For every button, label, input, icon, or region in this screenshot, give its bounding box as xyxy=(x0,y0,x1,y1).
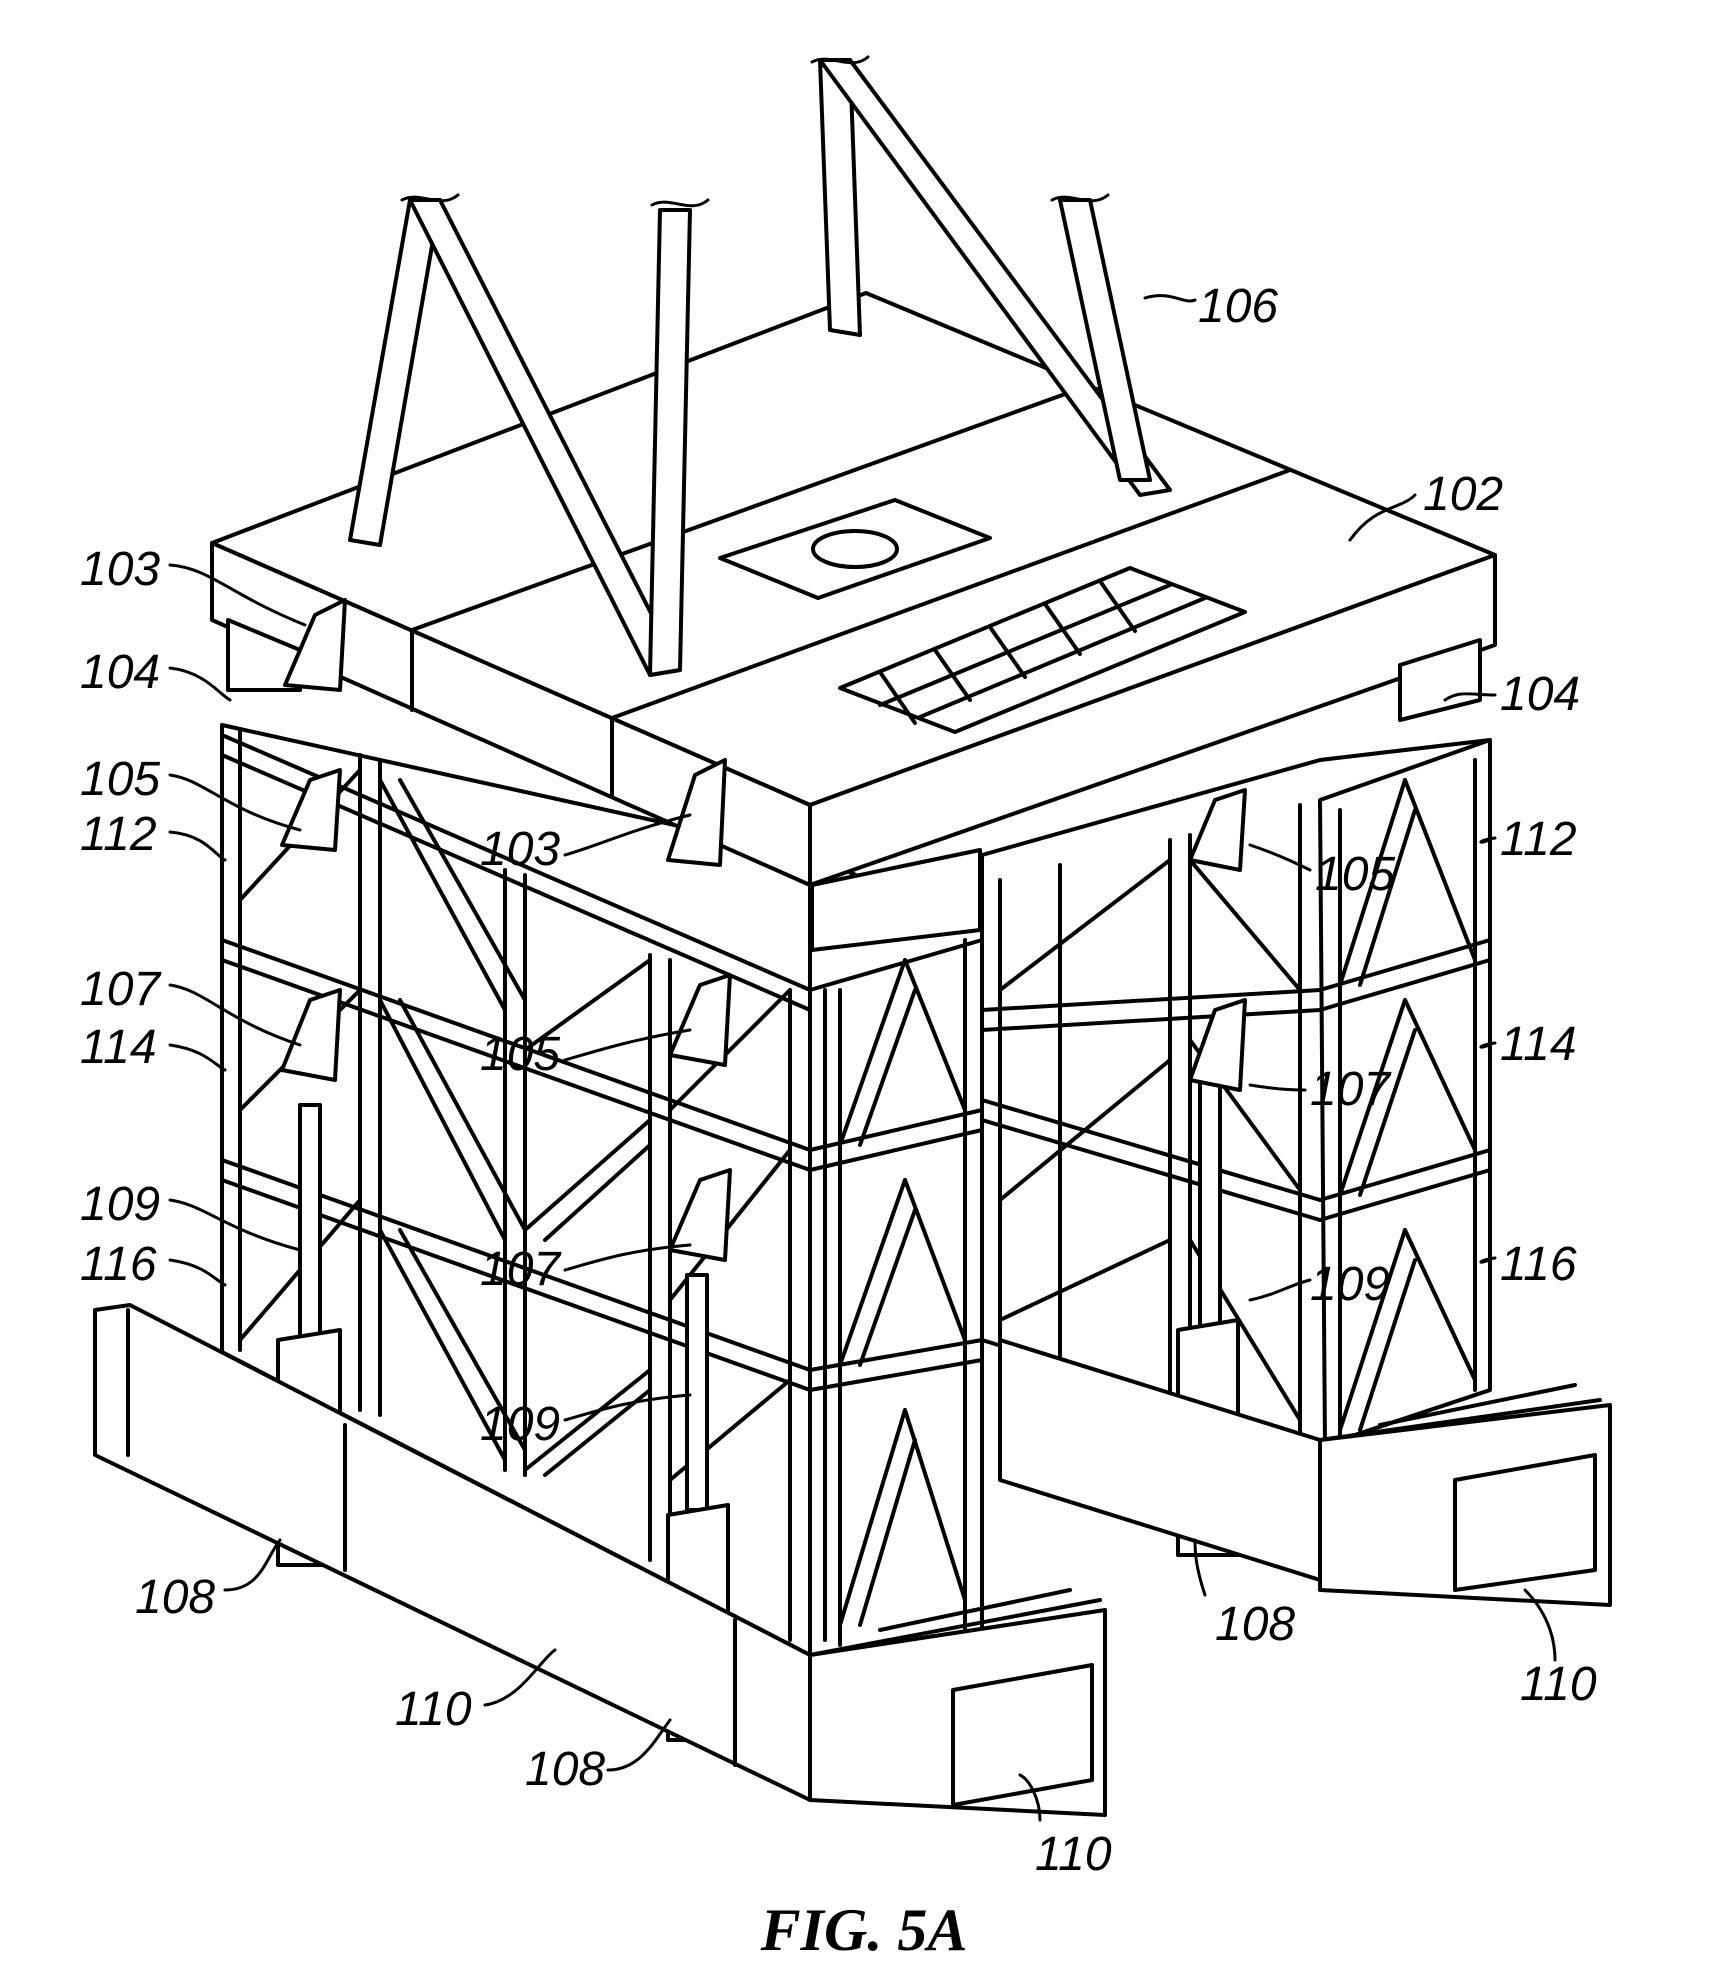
figure-caption: FIG. 5A xyxy=(760,1897,968,1963)
label-109-center: 109 xyxy=(480,1398,560,1451)
label-114-right: 114 xyxy=(1500,1018,1577,1071)
left-tower-frame xyxy=(220,723,984,1657)
label-109-left: 109 xyxy=(80,1178,160,1231)
label-108-right: 108 xyxy=(1215,1598,1295,1651)
pontoons-110 xyxy=(93,1303,1612,1817)
right-tower-frame xyxy=(980,738,1492,1447)
label-112-left: 112 xyxy=(80,808,157,861)
label-105-center: 105 xyxy=(480,1028,560,1081)
label-104-left: 104 xyxy=(80,646,160,699)
frame-beam xyxy=(220,938,812,1152)
derrick-106 xyxy=(348,55,1172,677)
label-107-left: 107 xyxy=(80,963,162,1016)
label-116-left: 116 xyxy=(80,1238,157,1291)
label-116-right: 116 xyxy=(1500,1238,1577,1291)
label-110-center: 110 xyxy=(1035,1828,1112,1881)
label-109-right: 109 xyxy=(1310,1258,1390,1311)
label-103-left: 103 xyxy=(80,543,160,596)
label-106: 106 xyxy=(1198,280,1278,333)
reference-labels: 106 102 103 103 104 104 105 105 105 112 … xyxy=(80,280,1597,1881)
label-107-center: 107 xyxy=(480,1243,562,1296)
label-114-left: 114 xyxy=(80,1021,157,1074)
label-103-center: 103 xyxy=(480,823,560,876)
label-108-center: 108 xyxy=(525,1743,605,1796)
label-108-left: 108 xyxy=(135,1571,215,1624)
label-104-right: 104 xyxy=(1500,668,1580,721)
label-105-left: 105 xyxy=(80,753,160,806)
label-107-right: 107 xyxy=(1310,1063,1392,1116)
label-110-right: 110 xyxy=(1520,1658,1597,1711)
label-105-right: 105 xyxy=(1315,848,1395,901)
label-102: 102 xyxy=(1423,468,1503,521)
label-110-left: 110 xyxy=(395,1683,472,1736)
label-112-right: 112 xyxy=(1500,813,1577,866)
leader-lines xyxy=(168,294,1557,1822)
